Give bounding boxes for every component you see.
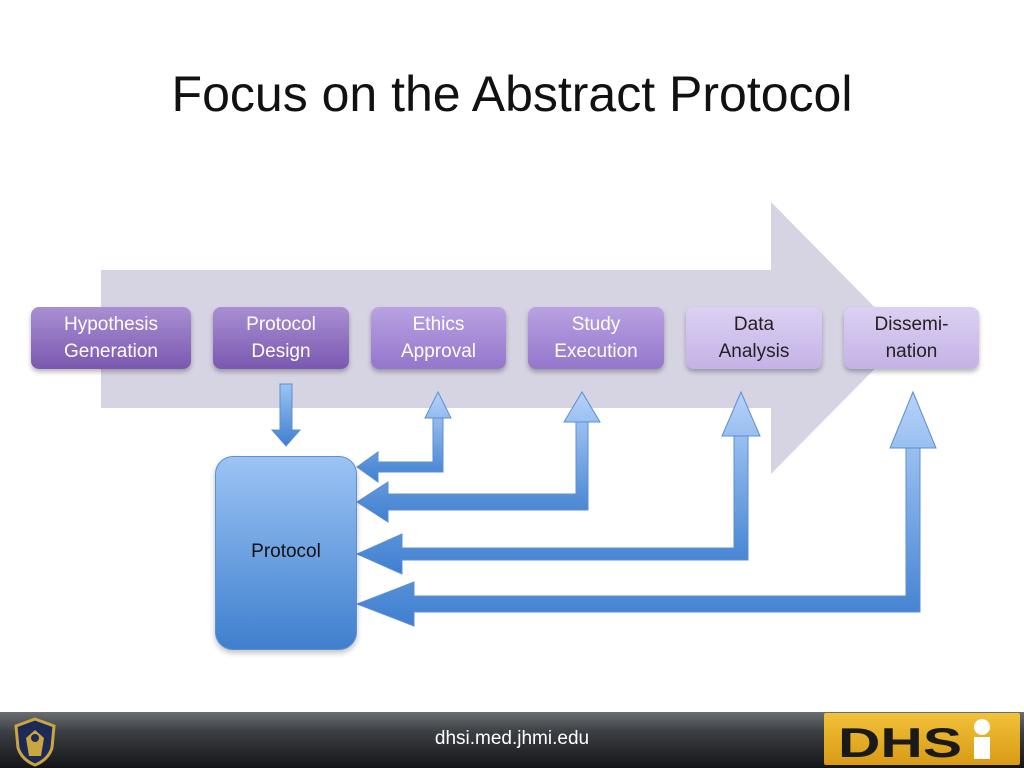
stage-protocol-design: Protocol Design — [213, 307, 349, 369]
stage-label: Hypothesis Generation — [63, 314, 158, 362]
study-feedback-arrow — [356, 391, 601, 523]
stage-label: Study Execution — [554, 314, 638, 362]
stage-label: Data Analysis — [718, 314, 790, 362]
protocol-label: Protocol — [251, 541, 321, 562]
ethics-feedback-arrow — [356, 390, 452, 483]
stage-study-execution: Study Execution — [528, 307, 664, 369]
dissemination-feedback-arrow — [355, 390, 937, 627]
stage-label: Dissemi- nation — [874, 314, 949, 362]
university-seal-icon — [14, 717, 56, 767]
design-to-protocol-arrow — [270, 383, 302, 447]
dhsi-logo: DHS — [824, 713, 1020, 766]
analysis-feedback-arrow — [355, 390, 761, 575]
svg-text:DHS: DHS — [838, 719, 962, 765]
dhsi-logo-mark: DHS — [838, 719, 990, 766]
stage-hypothesis-generation: Hypothesis Generation — [31, 307, 191, 369]
stage-ethics-approval: Ethics Approval — [371, 307, 506, 369]
slide-title: Focus on the Abstract Protocol — [171, 66, 853, 122]
protocol-box: Protocol — [215, 456, 357, 650]
stage-label: Protocol Design — [246, 314, 316, 362]
stage-data-analysis: Data Analysis — [686, 307, 822, 369]
stage-label: Ethics Approval — [401, 314, 476, 362]
stage-dissemination: Dissemi- nation — [844, 307, 979, 369]
footer-url: dhsi.med.jhmi.edu — [434, 728, 590, 749]
